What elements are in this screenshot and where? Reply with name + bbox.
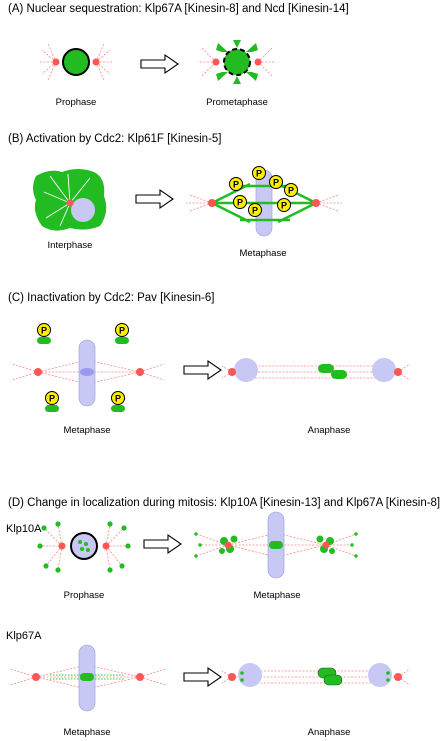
centrosome [92,58,100,66]
chromosomes-daughter [368,663,392,687]
panel-c-title: (C) Inactivation by Cdc2: Pav [Kinesin-6… [8,292,215,304]
panel-c-metaphase: P P P P [11,323,165,412]
chromosomes-daughter [238,663,262,687]
caption-d-klp10a-prophase: Prophase [63,590,105,601]
centrosome [66,199,74,207]
phospho-label: P [237,198,243,208]
caption-d-klp67a-anaphase: Anaphase [307,727,351,738]
centrosome [58,542,66,550]
panel-b-metaphase: P P P P P P P [186,166,342,237]
panel-a-prophase [40,43,112,81]
kinesin-release-arrows [216,40,258,84]
klp67a-row-label: Klp67A [6,630,42,642]
centrosome [136,673,144,681]
caption-a-prophase: Prophase [55,97,97,108]
panel-d-klp67a-metaphase [9,644,167,712]
panel-d-klp10a-metaphase [194,511,358,579]
caption-d-klp10a-metaphase: Metaphase [253,590,301,601]
centrosome [312,199,320,207]
phospho-label: P [233,180,239,190]
panel-b-interphase [33,169,107,231]
centrosome [34,368,42,376]
caption-a-prometaphase: Prometaphase [206,97,268,108]
centrosome [102,542,110,550]
arrow-d1 [143,533,182,555]
panel-b-title: (B) Activation by Cdc2: Klp61F [Kinesin-… [8,133,222,145]
pav-midzone [318,364,334,373]
centrosome [322,541,330,549]
klp10a-tips [37,521,131,573]
pav-midzone [331,370,347,379]
arrow-c [183,359,222,381]
chromosomes-daughter [372,358,396,382]
panel-c-anaphase [221,358,411,382]
nucleus [71,198,95,222]
klp10a-row-label: Klp10A [6,523,42,535]
pavarotti-phospho: P P P P [37,323,129,412]
phospho-label: P [41,326,47,336]
klp10a-in-nucleus [78,540,90,552]
centrosome [394,673,402,681]
centrosome [52,58,60,66]
nucleus [70,532,98,560]
klp67a-kinetochore [80,673,94,681]
nucleus [62,48,90,76]
arrow-b [135,188,174,210]
phospho-label: P [288,186,294,196]
chromosomes-daughter [234,358,258,382]
phospho-label: P [119,326,125,336]
panel-a-title: (A) Nuclear sequestration: Klp67A [Kines… [8,3,349,15]
nuclear-envelope-breakdown [223,48,251,76]
panel-d-klp67a-anaphase [221,663,411,687]
centrosome [208,199,216,207]
klp67a-midzone [240,667,390,686]
centrosome [254,58,262,66]
phospho-group-b: P P P P P P P [229,166,298,217]
arrow-a [140,53,179,75]
process-arrows [135,53,222,688]
phospho-label: P [49,394,55,404]
centrosome [32,673,40,681]
phospho-label: P [256,169,262,179]
phospho-label: P [252,206,258,216]
centrosome [394,368,402,376]
centrosome [212,58,220,66]
centrosome [228,368,236,376]
caption-b-interphase: Interphase [47,240,93,251]
phospho-label: P [281,201,287,211]
panel-d-klp10a-prophase [37,521,131,573]
caption-d-klp67a-metaphase: Metaphase [63,727,111,738]
centrosome [136,368,144,376]
panel-a-prometaphase [198,40,276,84]
centrosome [224,541,232,549]
panel-d-title: (D) Change in localization during mitosi… [8,497,440,509]
phospho-label: P [115,394,121,404]
caption-b-metaphase: Metaphase [239,248,287,259]
caption-c-metaphase: Metaphase [63,425,111,436]
phospho-label: P [273,178,279,188]
caption-c-anaphase: Anaphase [307,425,351,436]
centrosome [228,673,236,681]
arrow-d2 [183,666,222,688]
